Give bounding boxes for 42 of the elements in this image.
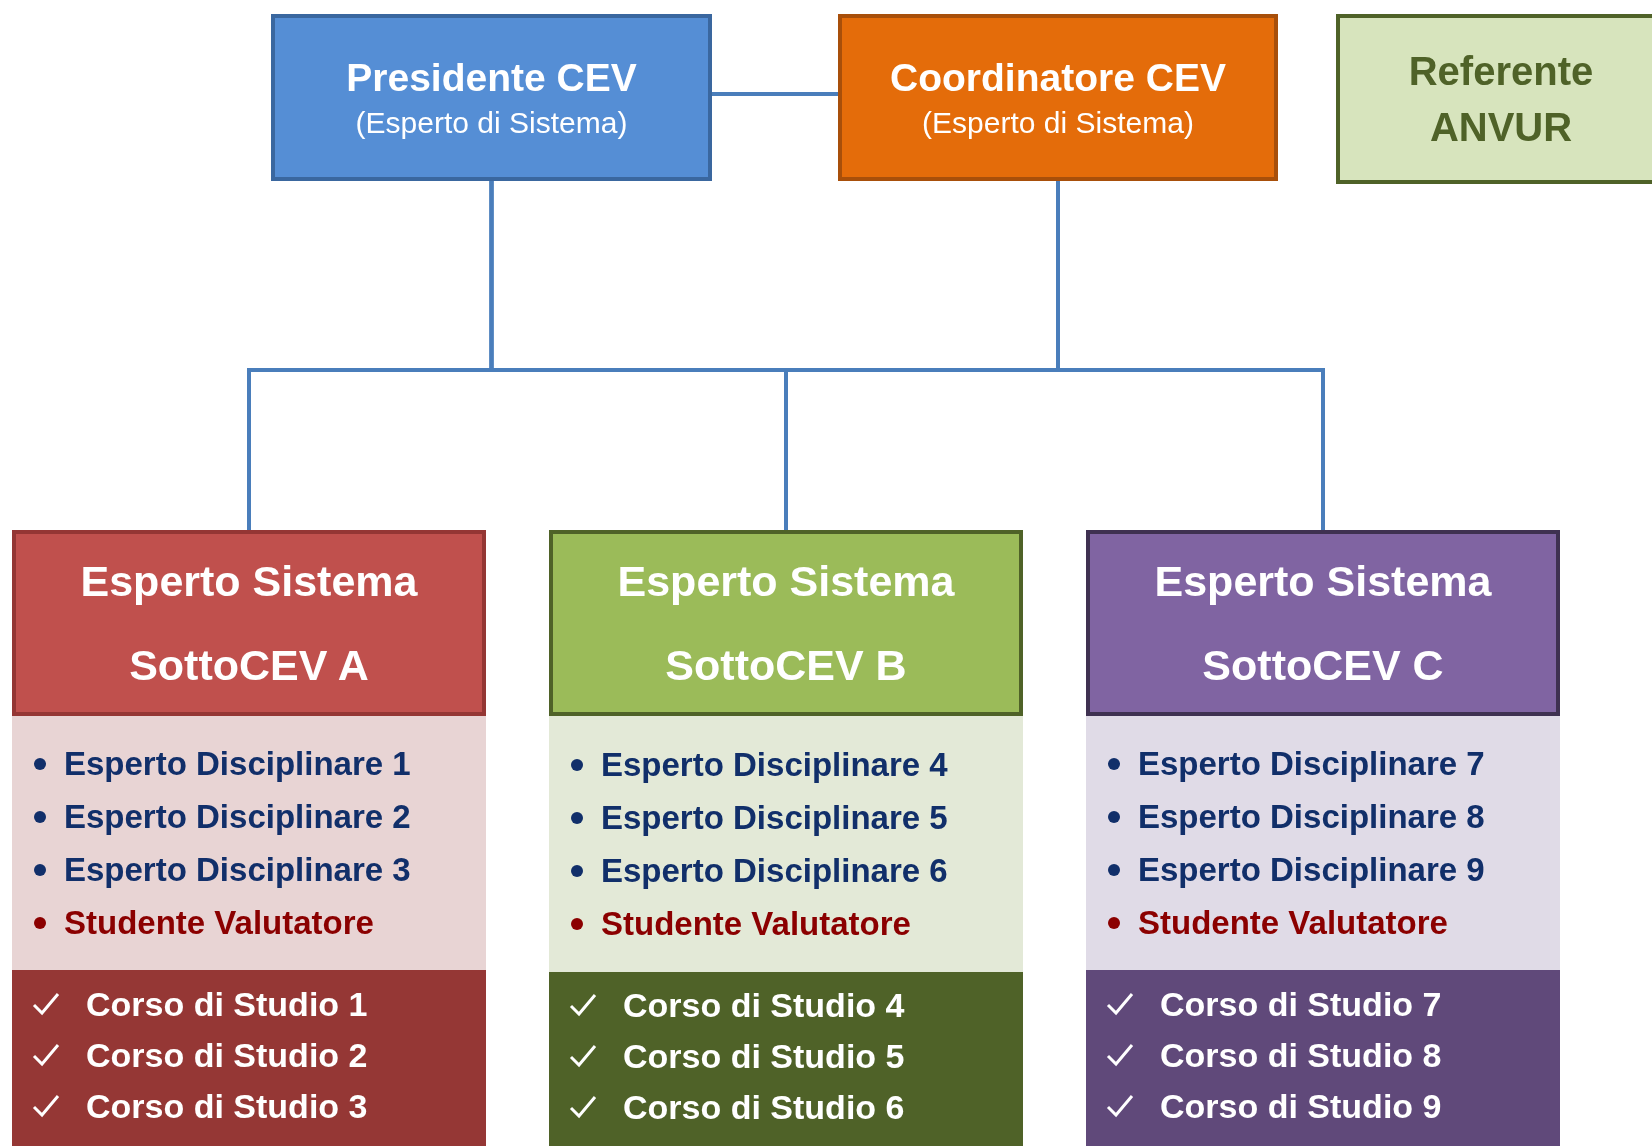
course-item: Corso di Studio 4 — [623, 985, 905, 1025]
list-item: Studente Valutatore — [64, 903, 374, 942]
connector-line — [712, 92, 838, 96]
role-title: Presidente CEV — [346, 54, 637, 101]
list-item: Esperto Disciplinare 1 — [64, 744, 411, 783]
course-item: Corso di Studio 8 — [1160, 1035, 1442, 1075]
list-item: Studente Valutatore — [601, 904, 911, 943]
group-title: Esperto Sistema SottoCEV C — [1153, 556, 1493, 691]
group-header-box — [549, 530, 1023, 716]
course-item: Corso di Studio 1 — [86, 984, 368, 1024]
course-item: Corso di Studio 6 — [623, 1087, 905, 1127]
group-title: Esperto Sistema SottoCEV A — [79, 556, 419, 691]
course-item: Corso di Studio 7 — [1160, 984, 1442, 1024]
list-item: Esperto Disciplinare 3 — [64, 850, 411, 889]
course-list-panel — [549, 972, 1023, 1146]
group-header-box — [12, 530, 486, 716]
list-item: Esperto Disciplinare 6 — [601, 851, 948, 890]
course-list-panel — [12, 970, 486, 1146]
role-subtitle: (Esperto di Sistema) — [922, 105, 1194, 142]
role-title: Referente ANVUR — [1407, 48, 1595, 151]
group-title: Esperto Sistema SottoCEV B — [616, 556, 956, 691]
role-box — [838, 14, 1278, 181]
role-box — [1336, 14, 1652, 184]
course-item: Corso di Studio 5 — [623, 1036, 905, 1076]
list-item: Esperto Disciplinare 4 — [601, 745, 948, 784]
role-title: Coordinatore CEV — [890, 54, 1226, 101]
role-subtitle: (Esperto di Sistema) — [355, 105, 628, 142]
course-item: Corso di Studio 2 — [86, 1035, 368, 1075]
list-item: Esperto Disciplinare 5 — [601, 798, 948, 837]
member-list-panel — [12, 716, 486, 970]
course-item: Corso di Studio 9 — [1160, 1086, 1442, 1126]
list-item: Esperto Disciplinare 2 — [64, 797, 411, 836]
course-list-panel — [1086, 970, 1560, 1146]
list-item: Esperto Disciplinare 8 — [1138, 797, 1485, 836]
member-list-panel — [1086, 716, 1560, 970]
course-item: Corso di Studio 3 — [86, 1086, 368, 1126]
group-header-box — [1086, 530, 1560, 716]
list-item: Studente Valutatore — [1138, 903, 1448, 942]
member-list-panel — [549, 716, 1023, 972]
role-box — [271, 14, 712, 181]
list-item: Esperto Disciplinare 7 — [1138, 744, 1485, 783]
list-item: Esperto Disciplinare 9 — [1138, 850, 1485, 889]
